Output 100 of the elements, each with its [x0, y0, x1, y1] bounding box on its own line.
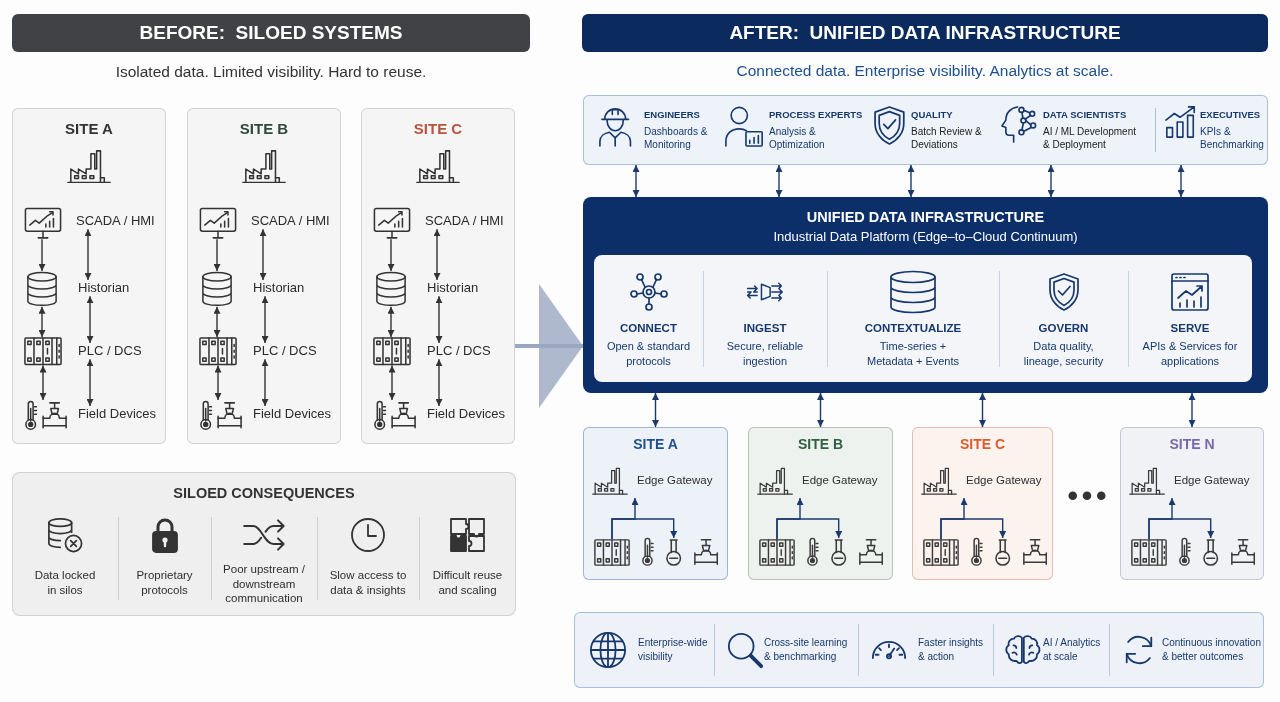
site-panel: [12, 108, 166, 444]
double-arrow: [775, 164, 783, 198]
capability-title: CONNECT: [620, 321, 677, 336]
double-arrow: [214, 364, 222, 401]
benefit-text: AI / Analytics at scale: [1043, 636, 1102, 664]
gateway-label: Edge Gateway: [802, 473, 878, 488]
site-heading: SITE A: [65, 120, 113, 139]
plc-rack-icon: [594, 539, 630, 566]
chevron-arrow: [515, 284, 583, 408]
role-title: QUALITY: [911, 109, 953, 121]
monitor-chart-icon: [373, 207, 411, 240]
capability-title: INGEST: [743, 321, 787, 336]
double-arrow: [1047, 164, 1055, 198]
thermometer-valve-icon: [199, 400, 243, 431]
personas-panel: [583, 95, 1268, 165]
consequence-text: Slow access to data & insights: [328, 568, 408, 597]
layer-label: SCADA / HMI: [425, 213, 504, 230]
consequence-text: Difficult reuse and scaling: [431, 568, 504, 597]
site-heading: SITE B: [239, 120, 289, 139]
capability-title: SERVE: [1170, 321, 1210, 336]
arrow: [213, 238, 221, 272]
layer-label: Field Devices: [427, 406, 506, 423]
platform-subtitle: Industrial Data Platform (Edge–to–Cloud Continuum): [773, 229, 1078, 246]
layer-label: SCADA / HMI: [76, 213, 155, 230]
flow-meter-icon: [1202, 538, 1220, 567]
double-arrow: [387, 306, 395, 338]
subtitle-text: Connected data. Enterprise visibility. Analytics at scale.: [736, 61, 1114, 81]
role-title: ENGINEERS: [644, 109, 700, 121]
consequence-text: Data locked in silos: [33, 568, 97, 597]
arrow: [776, 518, 843, 540]
layer-label: Historian: [253, 280, 305, 297]
arrow: [1148, 518, 1215, 540]
site-panel: [187, 108, 341, 444]
double-arrow: [1188, 392, 1196, 428]
plc-rack-icon: [1131, 539, 1167, 566]
layer-label: PLC / DCS: [78, 343, 142, 360]
platform-panel: [583, 197, 1268, 393]
gateway-label: Edge Gateway: [1174, 473, 1250, 488]
role-description: KPIs & Benchmarking: [1200, 125, 1265, 151]
benefit-text: Cross-site learning & benchmarking: [764, 636, 849, 664]
double-arrow: [38, 306, 46, 338]
capability-description: Time-series + Metadata + Events: [866, 339, 960, 369]
benefit-text: Enterprise-wide visibility: [638, 636, 709, 664]
flow-meter-icon: [830, 538, 848, 567]
layer-label: SCADA / HMI: [251, 213, 330, 230]
role-title: EXECUTIVES: [1200, 109, 1261, 121]
double-arrow: [817, 392, 824, 428]
flow-meter-icon: [665, 538, 683, 567]
layer-label: Field Devices: [253, 406, 332, 423]
gateway-label: Edge Gateway: [966, 473, 1042, 488]
capability-description: Secure, reliable ingestion: [725, 339, 805, 369]
consequence-text: Poor upstream / downstream communication: [222, 562, 306, 606]
double-arrow: [84, 228, 92, 281]
double-arrow: [433, 228, 441, 281]
double-arrow: [632, 164, 640, 198]
role-description: Dashboards & Monitoring: [644, 125, 709, 151]
role-description: Batch Review & Deviations: [911, 125, 983, 151]
plc-rack-icon: [24, 337, 62, 366]
database-icon: [201, 271, 233, 307]
site-panel: [1120, 427, 1264, 580]
double-arrow: [388, 364, 396, 401]
layer-label: Historian: [78, 280, 130, 297]
plc-rack-icon: [373, 337, 411, 366]
monitor-chart-icon: [24, 207, 62, 240]
monitor-chart-icon: [199, 207, 237, 240]
site-panel: [748, 427, 893, 580]
site-panel: [361, 108, 515, 444]
double-arrow: [261, 295, 269, 344]
double-arrow: [435, 358, 443, 407]
double-arrow: [39, 364, 47, 401]
benefit-text: Faster insights & action: [918, 636, 985, 664]
thermometer-valve-icon: [24, 400, 68, 431]
capability-description: APIs & Services for applications: [1141, 339, 1239, 369]
double-arrow: [86, 295, 94, 344]
double-arrow: [213, 306, 221, 338]
header-banner: [12, 14, 530, 52]
capability-title: GOVERN: [1038, 321, 1089, 336]
site-heading: SITE C: [959, 436, 1006, 454]
arrow: [611, 518, 678, 540]
site-panel: [583, 427, 728, 580]
banner-heading: BEFORE: SILOED SYSTEMS: [139, 21, 403, 45]
subtitle-text: Isolated data. Limited visibility. Hard to reuse.: [115, 62, 427, 82]
site-heading: SITE N: [1169, 436, 1215, 454]
capability-description: Open & standard protocols: [605, 339, 692, 369]
database-icon: [26, 271, 58, 307]
banner-heading: AFTER: UNIFIED DATA INFRASTRUCTURE: [729, 21, 1121, 45]
consequence-text: Proprietary protocols: [135, 568, 194, 597]
arrow: [38, 238, 46, 272]
double-arrow: [86, 358, 94, 407]
capability-description: Data quality, lineage, security: [1022, 339, 1105, 369]
database-icon: [375, 271, 407, 307]
benefits-panel: [574, 612, 1264, 688]
platform-title: UNIFIED DATA INFRASTRUCTURE: [806, 208, 1045, 227]
arrow: [387, 238, 395, 272]
plc-rack-icon: [199, 337, 237, 366]
consequences-panel: [12, 472, 516, 616]
capabilities-panel: [594, 255, 1252, 382]
flow-meter-icon: [994, 538, 1012, 567]
role-description: Analysis & Optimization: [769, 125, 826, 151]
double-arrow: [979, 392, 986, 428]
